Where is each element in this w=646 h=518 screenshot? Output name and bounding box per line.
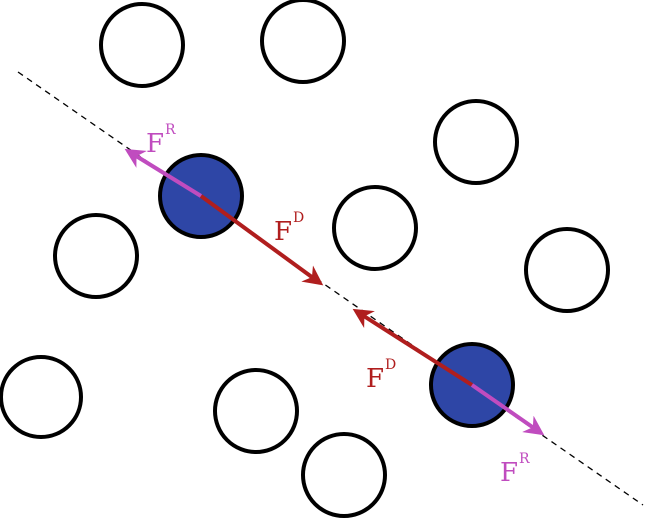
obstacle xyxy=(433,99,519,185)
obstacle xyxy=(53,213,139,299)
obstacle xyxy=(332,185,418,271)
label-drag-1: F D xyxy=(274,210,304,247)
label-text: F xyxy=(146,129,164,159)
obstacle xyxy=(213,368,299,454)
obstacle xyxy=(260,0,346,84)
label-sup: R xyxy=(165,122,176,138)
axis-dashed-line xyxy=(17,71,644,506)
drag-force-arrow-1 xyxy=(199,194,324,286)
label-text: F xyxy=(500,458,518,488)
obstacle xyxy=(0,355,83,439)
obstacles xyxy=(0,0,610,518)
drag-force-arrow-2 xyxy=(352,308,474,387)
label-sup: R xyxy=(519,451,530,467)
label-repulsive-2: F R xyxy=(500,451,530,488)
repulsive-force-arrow-1 xyxy=(124,148,203,198)
obstacle xyxy=(524,227,610,313)
obstacle xyxy=(301,432,387,518)
label-sup: D xyxy=(293,210,304,226)
repulsive-force-arrow-2 xyxy=(470,383,545,436)
label-text: F xyxy=(274,217,292,247)
label-sup: D xyxy=(385,357,396,373)
label-drag-2: F D xyxy=(366,357,396,394)
label-repulsive-1: F R xyxy=(146,122,176,159)
label-text: F xyxy=(366,364,384,394)
obstacle xyxy=(99,2,185,88)
